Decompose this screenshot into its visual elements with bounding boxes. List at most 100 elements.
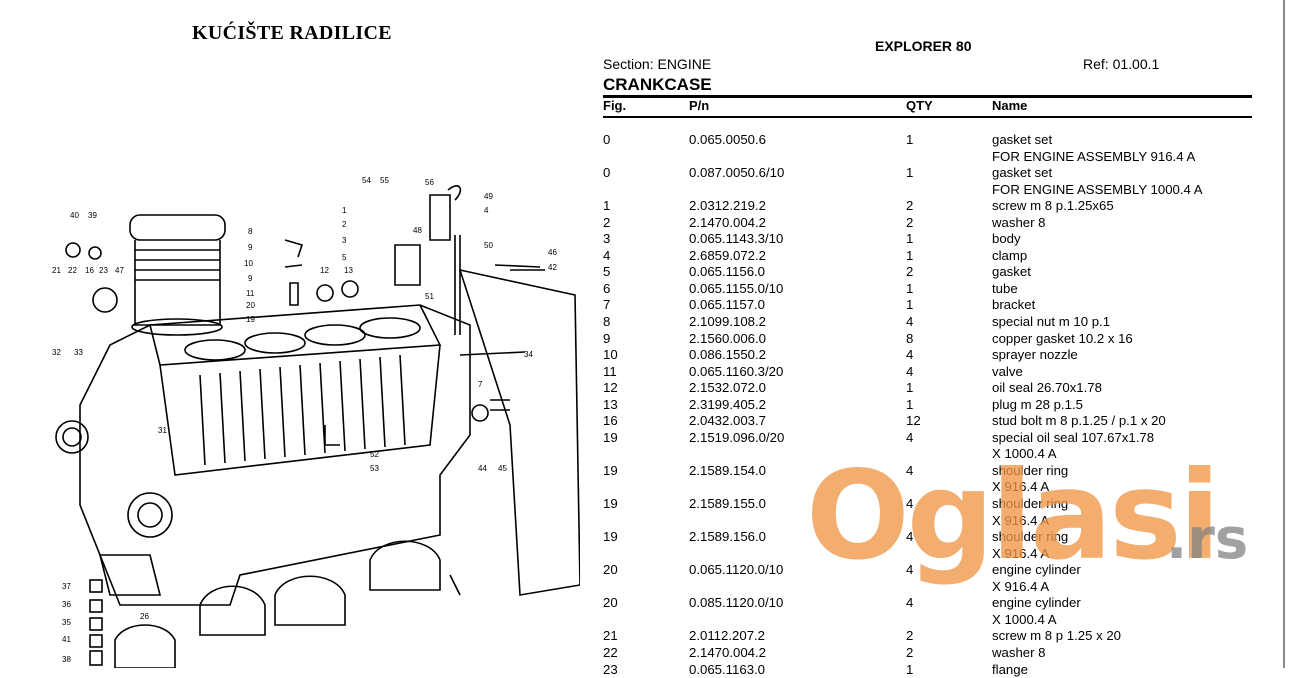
callout-label: 4 [484, 206, 489, 215]
cell-name: X 1000.4 A [992, 612, 1057, 629]
cell-qty: 4 [906, 364, 913, 381]
callout-label: 34 [524, 350, 533, 359]
callout-label: 41 [62, 635, 71, 644]
cell-name: X 916.4 A [992, 513, 1049, 530]
cell-qty: 12 [906, 413, 921, 430]
cell-name: shoulder ring [992, 496, 1068, 513]
callout-label: 9 [248, 243, 253, 252]
cell-fig: 16 [603, 413, 618, 430]
table-row: 16 2.0432.003.7 12 stud bolt m 8 p.1.25 / p… [603, 413, 1283, 430]
callout-label: 39 [88, 211, 97, 220]
cell-name: bracket [992, 297, 1035, 314]
cell-fig: 6 [603, 281, 610, 298]
callout-label: 32 [52, 348, 61, 357]
header-rule-bottom [603, 116, 1252, 118]
column-header-fig: Fig. [603, 98, 626, 113]
cell-fig: 19 [603, 430, 618, 447]
cell-pn: 0.065.1163.0 [689, 662, 765, 678]
cell-name: X 1000.4 A [992, 446, 1057, 463]
callout-label: 13 [344, 266, 353, 275]
table-row: X 1000.4 A [603, 612, 1283, 629]
cell-fig: 0 [603, 132, 610, 149]
cell-qty: 1 [906, 380, 913, 397]
cell-name: body [992, 231, 1021, 248]
callout-label: 23 [99, 266, 108, 275]
cell-fig: 19 [603, 463, 618, 480]
cell-pn: 2.1589.154.0 [689, 463, 766, 480]
callout-label: 21 [52, 266, 61, 275]
cell-fig: 0 [603, 165, 610, 182]
cell-qty: 4 [906, 314, 913, 331]
cell-fig: 20 [603, 595, 618, 612]
callout-label: 53 [370, 464, 379, 473]
column-header-qty: QTY [906, 98, 933, 113]
cell-name: plug m 28 p.1.5 [992, 397, 1083, 414]
cell-qty: 1 [906, 231, 913, 248]
cell-fig: 22 [603, 645, 618, 662]
callout-label: 46 [548, 248, 557, 257]
cell-pn: 0.065.1155.0/10 [689, 281, 783, 298]
cell-qty: 4 [906, 595, 913, 612]
cell-pn: 2.1470.004.2 [689, 215, 766, 232]
cell-fig: 10 [603, 347, 618, 364]
cell-pn: 0.087.0050.6/10 [689, 165, 784, 182]
callout-label: 51 [425, 292, 434, 301]
cell-qty: 4 [906, 347, 913, 364]
callout-label: 8 [248, 227, 253, 236]
callout-label: 3 [342, 236, 347, 245]
callout-label: 9 [248, 274, 253, 283]
callout-label: 40 [70, 211, 79, 220]
callout-label: 49 [484, 192, 493, 201]
callout-label: 7 [478, 380, 483, 389]
cell-pn: 2.1532.072.0 [689, 380, 766, 397]
cell-fig: 11 [603, 364, 617, 381]
cell-qty: 1 [906, 248, 913, 265]
cell-qty: 2 [906, 628, 913, 645]
callout-label: 1 [342, 206, 347, 215]
cell-name: engine cylinder [992, 562, 1081, 579]
cell-name: sprayer nozzle [992, 347, 1078, 364]
crankcase-exploded-diagram: 54 55 56 49 1 2 3 4 5 48 50 51 46 42 40 … [40, 175, 580, 668]
cell-name: shoulder ring [992, 529, 1068, 546]
cell-pn: 2.3199.405.2 [689, 397, 766, 414]
cell-name: washer 8 [992, 215, 1046, 232]
section-label: Section: ENGINE [603, 56, 711, 72]
cell-name: oil seal 26.70x1.78 [992, 380, 1102, 397]
cell-name: clamp [992, 248, 1027, 265]
cell-fig: 21 [603, 628, 618, 645]
cell-pn: 0.065.1143.3/10 [689, 231, 783, 248]
table-row: X 916.4 A [603, 579, 1283, 596]
cell-qty: 1 [906, 397, 913, 414]
cell-qty: 4 [906, 529, 913, 546]
cell-pn: 2.0312.219.2 [689, 198, 766, 215]
page-border-line [1283, 0, 1285, 668]
cell-fig: 7 [603, 297, 610, 314]
callout-label: 22 [68, 266, 77, 275]
cell-qty: 2 [906, 645, 913, 662]
callout-label: 37 [62, 582, 71, 591]
callout-label: 36 [62, 600, 71, 609]
table-row: 10 0.086.1550.2 4 sprayer nozzle [603, 347, 1283, 364]
cell-pn: 2.1589.156.0 [689, 529, 766, 546]
cell-name: FOR ENGINE ASSEMBLY 916.4 A [992, 149, 1195, 166]
table-row: X 916.4 A [603, 546, 1283, 563]
cell-name: gasket [992, 264, 1031, 281]
cell-pn: 2.1470.004.2 [689, 645, 766, 662]
cell-pn: 2.1099.108.2 [689, 314, 766, 331]
cell-qty: 2 [906, 198, 913, 215]
cell-name: gasket set [992, 165, 1052, 182]
cell-name: stud bolt m 8 p.1.25 / p.1 x 20 [992, 413, 1166, 430]
callout-label: 10 [244, 259, 253, 268]
cell-pn: 2.0432.003.7 [689, 413, 766, 430]
cell-fig: 1 [603, 198, 610, 215]
cell-pn: 0.065.1156.0 [689, 264, 765, 281]
cell-fig: 20 [603, 562, 618, 579]
cell-pn: 0.086.1550.2 [689, 347, 766, 364]
